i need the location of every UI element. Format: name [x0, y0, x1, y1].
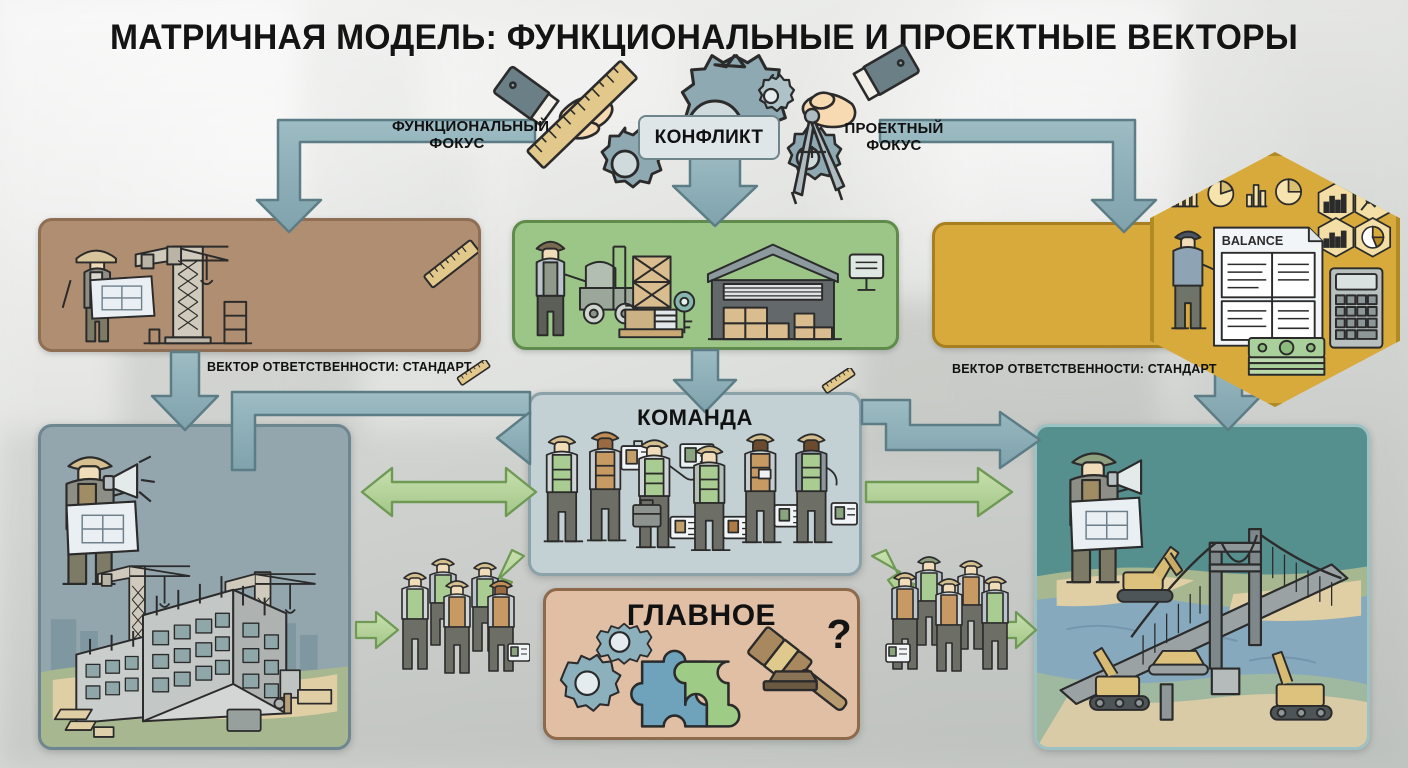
ruler-icon — [423, 239, 478, 289]
functional-focus-label: ФУНКЦИОНАЛЬНЫЙ ФОКУС — [392, 118, 550, 153]
panel-functional-engineering[interactable] — [38, 218, 481, 352]
arrow-conflict-to-green — [671, 148, 759, 228]
project-focus-label: ПРОЕКТНЫЙ ФОКУС — [840, 120, 948, 155]
megaphone-icon — [102, 455, 155, 503]
arrow-team-to-right — [864, 466, 1014, 518]
worker-group-right[interactable] — [884, 552, 1024, 680]
functional-focus-line2: ФОКУС — [429, 135, 485, 153]
panel-construction-site[interactable] — [38, 424, 351, 750]
megaphone-icon — [1106, 459, 1143, 495]
key-icon — [673, 290, 696, 334]
excavator-icon — [1269, 650, 1333, 721]
calculator-icon — [1329, 267, 1384, 349]
gear-icon — [757, 73, 796, 113]
conflict-badge[interactable]: КОНФЛИКТ — [638, 115, 780, 160]
scene-puzzle-gears-gavel: ? — [559, 611, 852, 728]
svg-text:BALANCE: BALANCE — [1222, 234, 1284, 248]
vector-label-left: ВЕКТОР ОТВЕТСТВЕННОСТИ: СТАНДАРТ — [207, 360, 472, 374]
scene-building-construction — [41, 455, 348, 747]
project-focus-line2: ФОКУС — [866, 137, 922, 155]
panel-bridge-project[interactable] — [1034, 424, 1370, 750]
gear-icon — [595, 622, 653, 665]
arrow-bidirectional-left-team — [360, 466, 538, 518]
main-label: ГЛАВНОЕ — [626, 599, 777, 632]
puzzle-piece-icon — [673, 660, 741, 728]
panel-logistics-warehouse[interactable] — [512, 220, 899, 350]
worker-group-left[interactable] — [390, 552, 531, 680]
gavel-icon — [747, 626, 848, 711]
gear-icon — [559, 653, 622, 712]
page-title: МАТРИЧНАЯ МОДЕЛЬ: ФУНКЦИОНАЛЬНЫЕ И ПРОЕК… — [109, 18, 1299, 57]
ruler-icon-left — [455, 358, 495, 386]
ruler-icon-center — [820, 366, 860, 394]
excavator-icon — [1089, 646, 1150, 711]
scene-engineer-crane — [61, 239, 478, 345]
vector-label-right: ВЕКТОР ОТВЕТСТВЕННОСТИ: СТАНДАРТ — [952, 362, 1217, 376]
five-workers-icon — [885, 556, 1009, 672]
arrow-into-team-left — [495, 410, 532, 466]
project-focus-line1: ПРОЕКТНЫЙ — [844, 120, 944, 137]
arrow-route-team-to-right-box — [860, 398, 1042, 470]
team-label: КОМАНДА — [637, 405, 753, 430]
functional-focus-line1: ФУНКЦИОНАЛЬНЫЙ — [392, 118, 550, 135]
gear-icon — [786, 125, 843, 181]
excavator-icon — [1116, 545, 1184, 603]
sign-icon — [848, 253, 885, 291]
truck-icon — [1147, 649, 1209, 676]
panel-main-outcome[interactable]: ГЛАВНОЕ — [543, 588, 860, 740]
five-workers-icon — [401, 558, 531, 674]
panel-team[interactable]: КОМАНДА — [528, 392, 862, 576]
scene-bridge-construction — [1037, 452, 1367, 747]
scene-team-workers — [543, 431, 858, 552]
money-stack-icon — [1247, 337, 1326, 376]
scene-warehouse-forklift — [535, 240, 885, 341]
question-mark-icon: ? — [827, 611, 852, 657]
